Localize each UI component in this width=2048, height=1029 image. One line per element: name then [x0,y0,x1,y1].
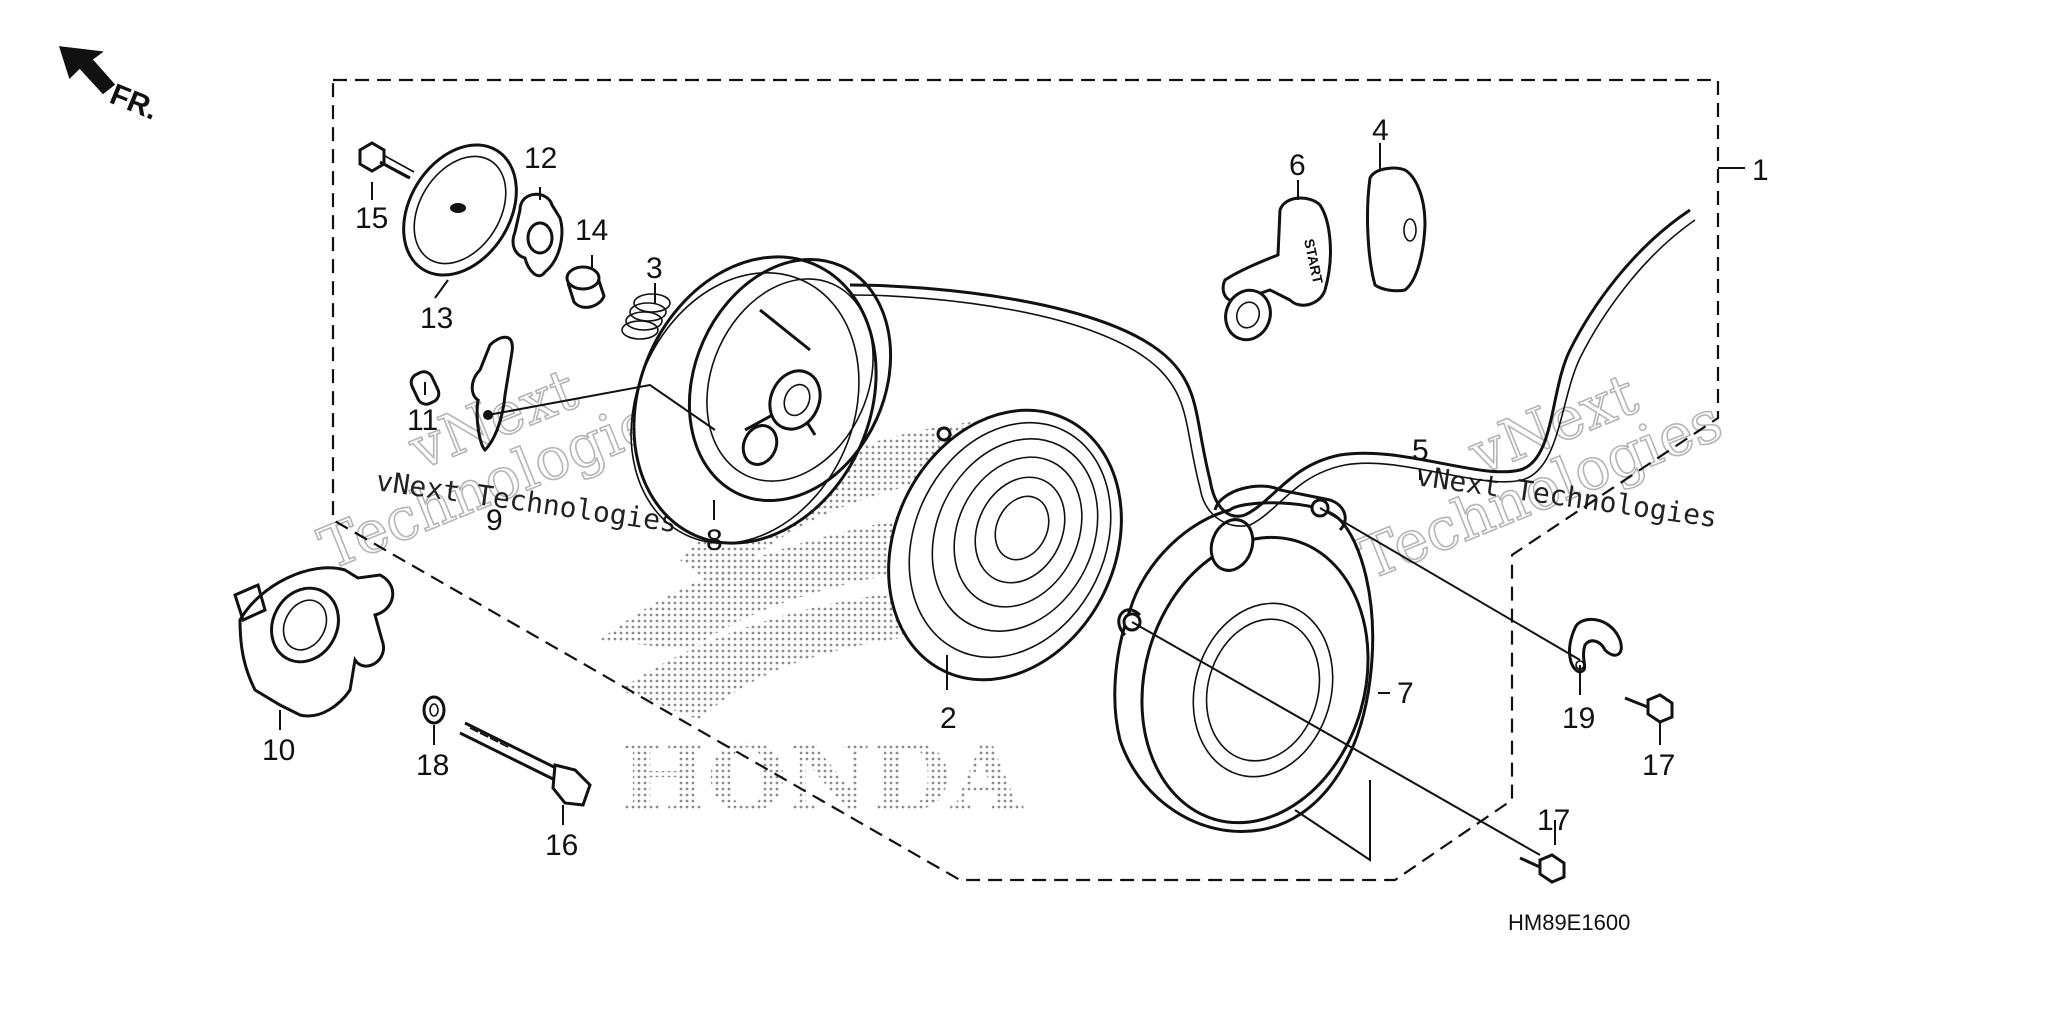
part-case-7 [1113,484,1375,833]
part-reel-8 [630,255,893,545]
part-cover-plate [402,143,518,277]
callout-8: 8 [706,524,723,557]
watermark-left: vNext Technologies vNext Technologies [309,354,692,584]
part-spring-3 [621,293,671,340]
callout-19: 19 [1562,702,1595,735]
callout-16: 16 [545,829,578,862]
part-bolt-17-lower [1519,853,1566,884]
callout-18: 18 [416,749,449,782]
part-bolt-17-upper [1624,693,1674,724]
callout-5: 5 [1412,434,1429,467]
leader-lines [279,143,1745,862]
part-rope-5-edge [851,219,1696,527]
part-pulley-10 [233,566,395,718]
callout-4: 4 [1372,114,1389,147]
honda-logo-text: HONDA [620,724,1024,832]
part-spiral-spring-2 [887,408,1123,682]
assembly-boundary [331,78,1720,882]
callout-17-right: 17 [1642,749,1675,782]
callout-10: 10 [262,734,295,767]
diagram-code: HM89E1600 [1508,910,1630,935]
callout-6: 6 [1289,149,1306,182]
callout-11: 11 [407,404,438,437]
part-rope-guide-19 [1568,617,1623,674]
part-bolt-15 [358,141,415,180]
part-long-bolt-16 [459,721,592,807]
part-washer-18 [422,695,446,725]
part-grip-4 [1366,166,1427,293]
direction-label: FR. [105,78,162,127]
front-direction-arrow: FR. [58,46,163,127]
part-bracket-12 [511,192,564,278]
callout-14: 14 [575,214,608,247]
callout-1: 1 [1752,154,1769,187]
callout-17-lower: 17 [1537,804,1570,837]
callout-15: 15 [355,202,388,235]
part-knob-6: START [1221,196,1332,342]
part-rope-5 [849,208,1691,518]
callouts: 1 2 3 4 5 6 7 8 9 10 11 12 13 14 15 16 1… [262,114,1769,862]
callout-7: 7 [1397,677,1414,710]
callout-9: 9 [486,504,503,537]
callout-2: 2 [940,702,957,735]
callout-3: 3 [646,252,663,285]
callout-12: 12 [524,142,557,175]
part-collar-14 [565,265,606,309]
callout-13: 13 [420,302,453,335]
